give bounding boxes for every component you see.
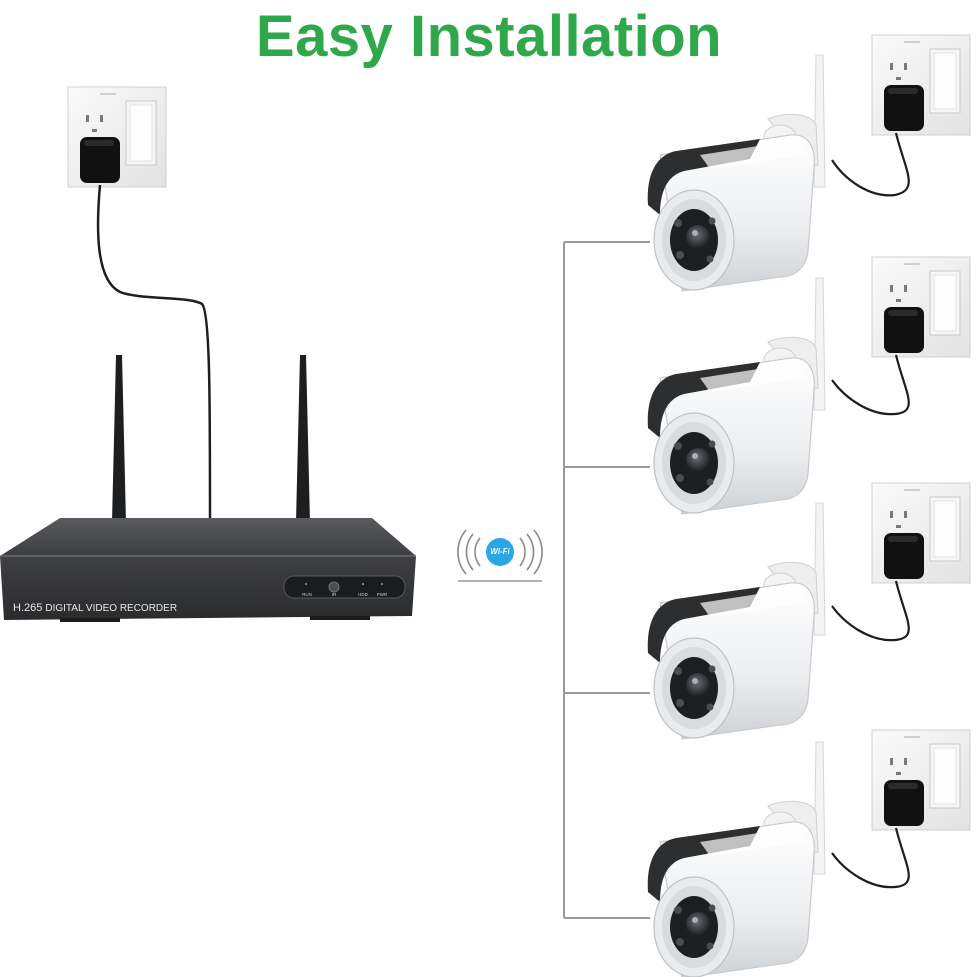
camera-2-outlet: [871, 256, 971, 358]
led-label-pwr: PWR: [376, 592, 388, 597]
camera-4-body: [647, 741, 826, 977]
camera-4-outlet: [871, 729, 971, 831]
nvr-power-cable: [96, 184, 212, 521]
page-title: Easy Installation: [255, 4, 723, 69]
led-label-hdd: HDD: [358, 592, 368, 597]
camera-3: [647, 482, 971, 740]
camera-3-body: [647, 502, 826, 740]
led-label-run: RUN: [302, 592, 312, 597]
nvr-wall-outlet: [67, 86, 167, 188]
camera-4: [647, 729, 971, 977]
wifi-signal-icon: [457, 529, 543, 582]
camera-1: [647, 34, 971, 292]
camera-1-body: [647, 54, 826, 292]
nvr-recorder: [0, 518, 416, 622]
led-label-ir: IR: [331, 592, 337, 597]
wifi-badge-label: Wi-Fi: [490, 547, 510, 556]
camera-2-body: [647, 277, 826, 515]
camera-2: [647, 256, 971, 515]
nvr-antennas: [112, 355, 310, 522]
camera-1-outlet: [871, 34, 971, 136]
camera-connection-lines: [563, 241, 650, 919]
nvr-codec-label: H.265: [13, 602, 43, 614]
camera-3-outlet: [871, 482, 971, 584]
nvr-device-label: DIGITAL VIDEO RECORDER: [45, 603, 178, 614]
